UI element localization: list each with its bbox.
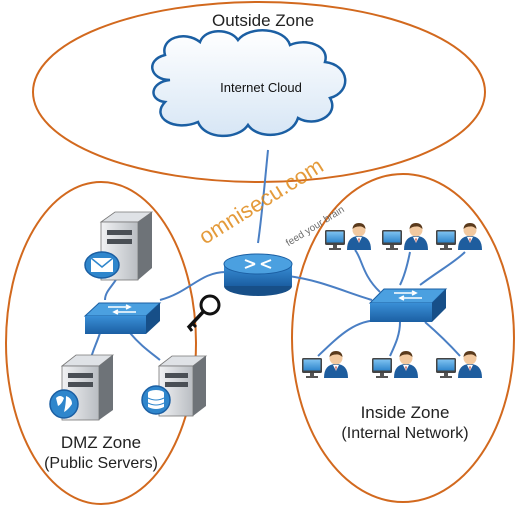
cloud-icon — [151, 29, 347, 138]
inside-switch-icon — [368, 288, 448, 322]
dmz-switch-icon — [83, 302, 162, 334]
outside-zone-outline — [32, 1, 486, 183]
dmz-zone-title: DMZ Zone — [60, 433, 142, 452]
inside-zone-outline — [291, 173, 515, 503]
inside-zone-subtitle: (Internal Network) — [341, 425, 469, 442]
router-icon — [223, 253, 293, 296]
dmz-zone-subtitle: (Public Servers) — [44, 455, 158, 472]
database-server-icon — [141, 355, 208, 417]
dmz-zone-outline — [5, 181, 197, 505]
internet-cloud-label: Internet Cloud — [220, 80, 302, 95]
mail-server-icon — [84, 211, 154, 281]
web-server-icon — [49, 354, 115, 421]
key-icon — [186, 294, 221, 332]
network-cables — [89, 149, 466, 363]
inside-zone-title: Inside Zone — [360, 403, 450, 422]
outside-zone-title: Outside Zone — [211, 11, 315, 30]
